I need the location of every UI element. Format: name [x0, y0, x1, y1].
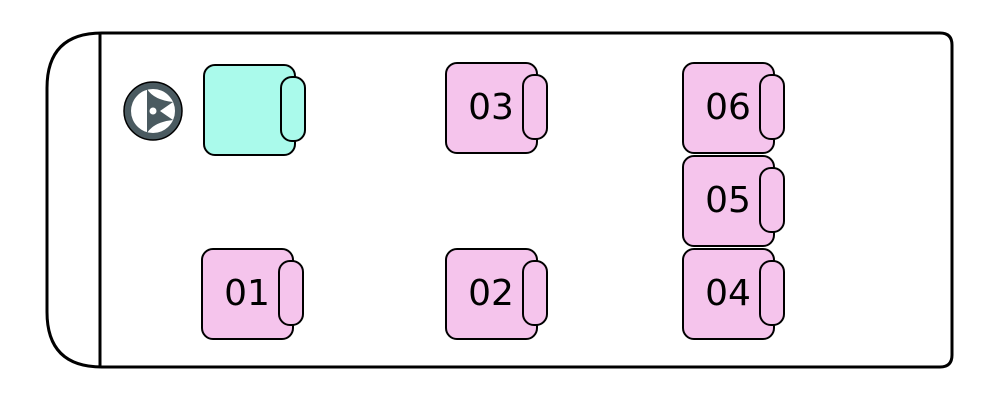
steering-wheel-icon: [123, 81, 183, 141]
seat-number: 01: [224, 273, 270, 314]
seat-backrest: [759, 167, 785, 233]
seat-05[interactable]: 05: [682, 155, 785, 247]
seat-number: 06: [705, 87, 751, 128]
seat-number: 05: [705, 180, 751, 221]
seat-backrest: [280, 76, 306, 142]
seat-backrest: [759, 260, 785, 326]
seat-number: 03: [468, 87, 514, 128]
driver-seat: [203, 64, 306, 156]
seat-04[interactable]: 04: [682, 248, 785, 340]
seat-03[interactable]: 03: [445, 62, 548, 154]
seat-backrest: [522, 260, 548, 326]
seat-cushion: [682, 155, 775, 247]
seat-backrest: [278, 260, 304, 326]
seat-backrest: [759, 74, 785, 140]
seat-06[interactable]: 06: [682, 62, 785, 154]
seat-backrest: [522, 74, 548, 140]
seat-number: 04: [705, 273, 751, 314]
seat-number: 02: [468, 273, 514, 314]
seat-02[interactable]: 02: [445, 248, 548, 340]
seat-01[interactable]: 01: [201, 248, 304, 340]
